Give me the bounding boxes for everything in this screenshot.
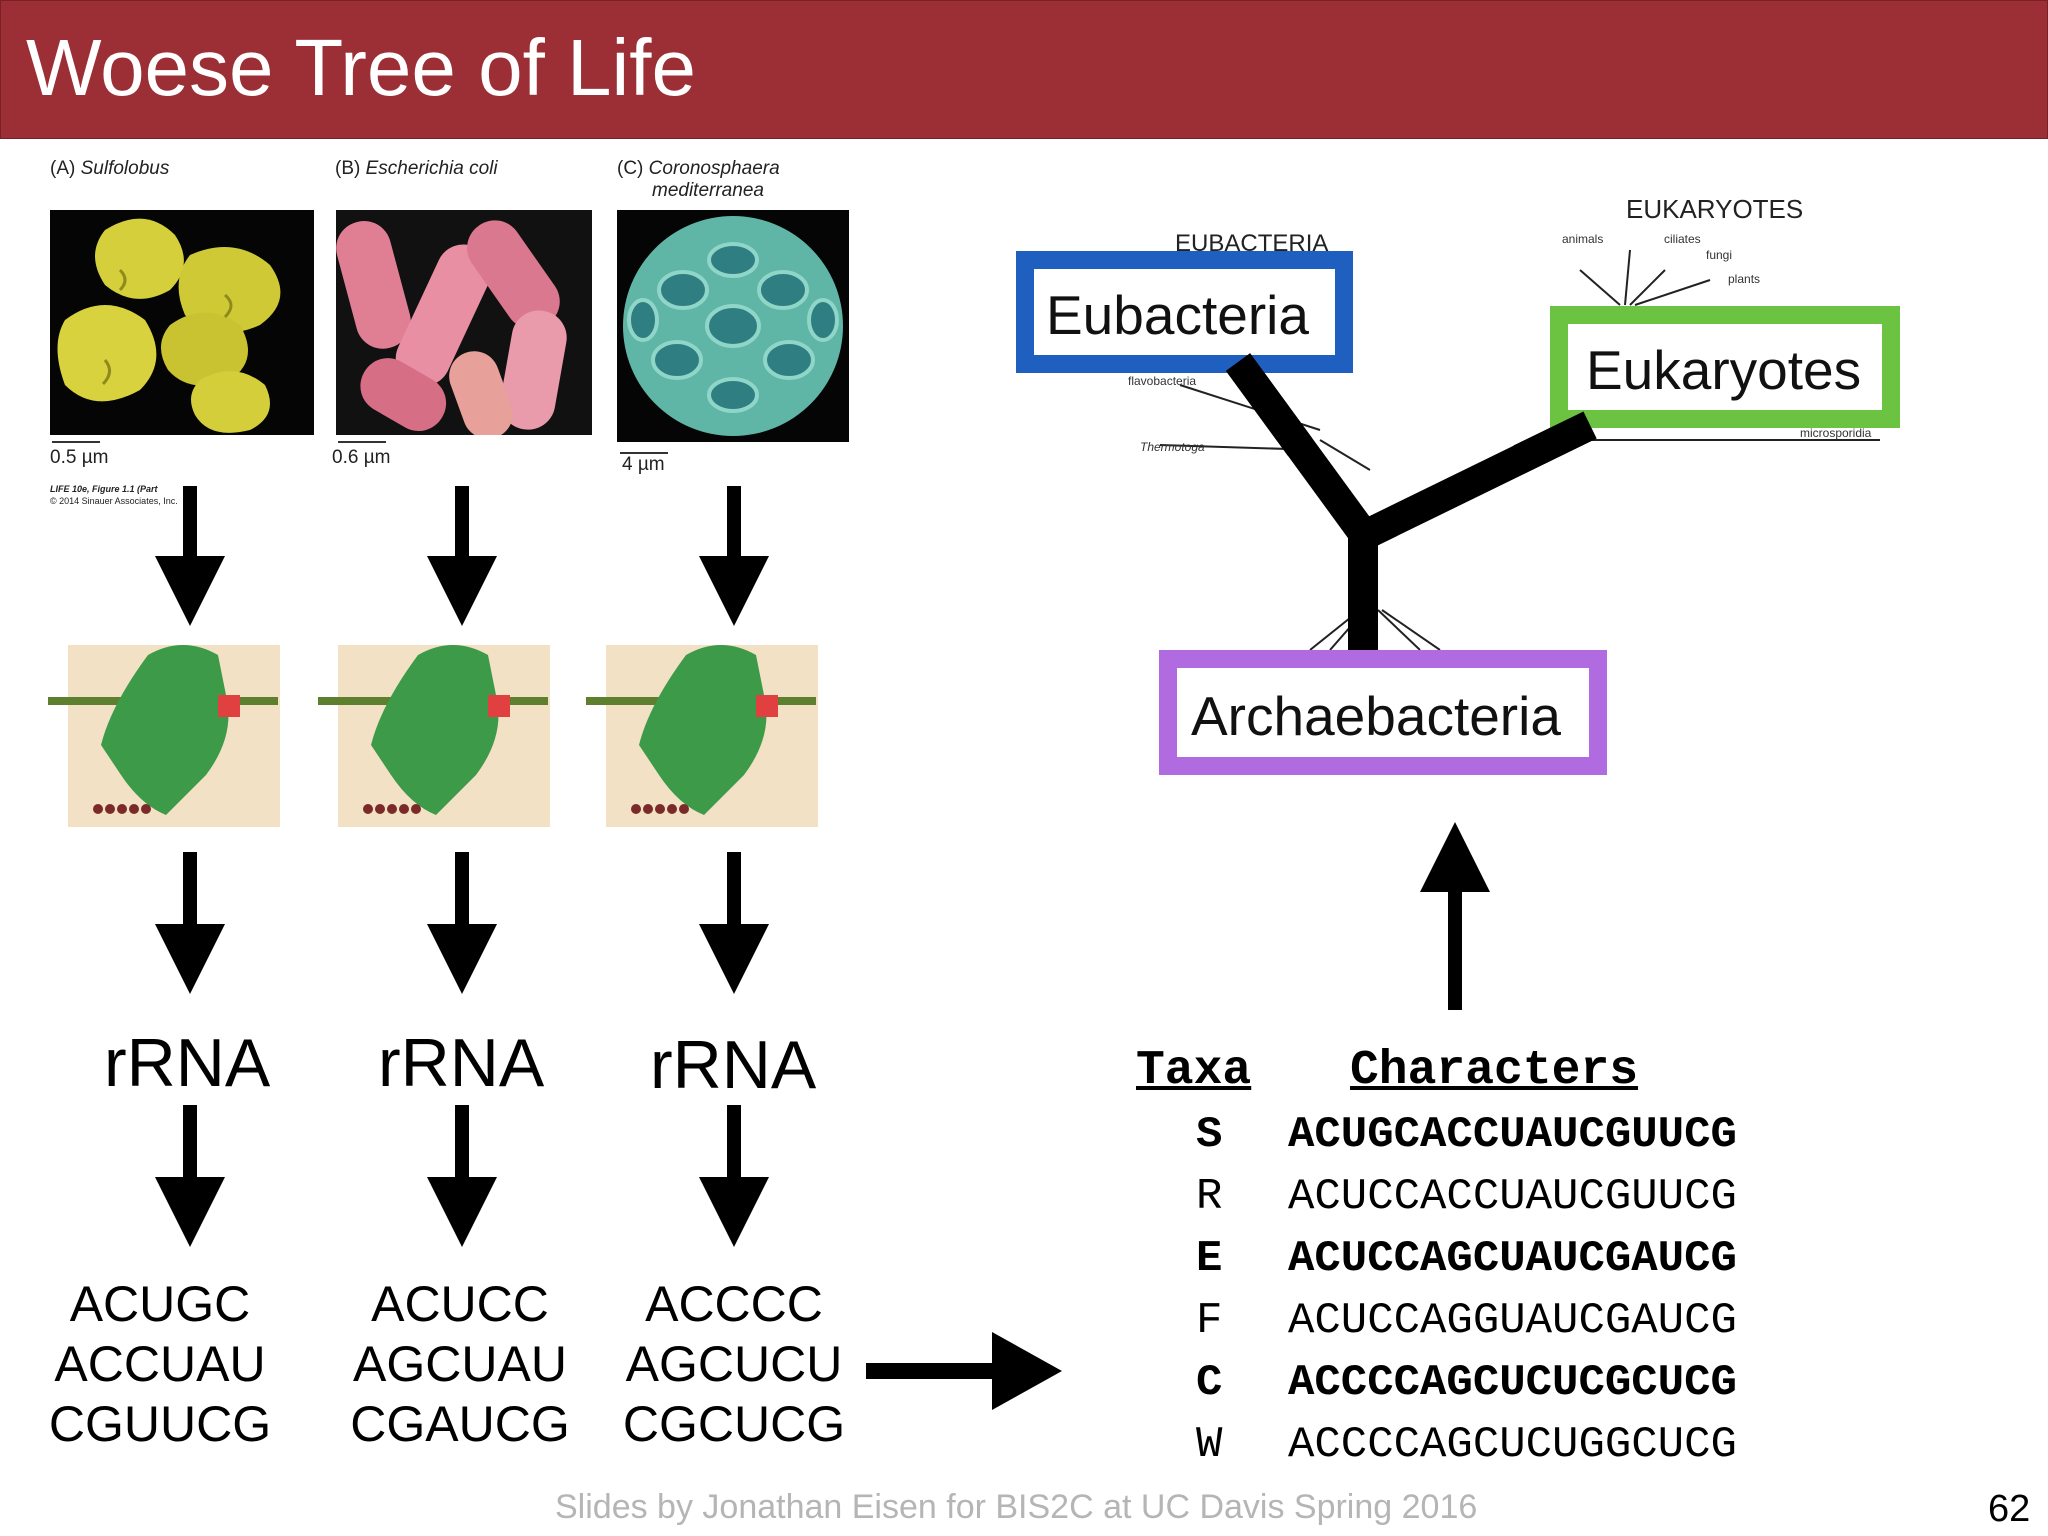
taxon-label: R [1196, 1172, 1223, 1222]
coccolith-micrograph [617, 210, 849, 442]
tree-label-fungi: fungi [1706, 248, 1733, 262]
alignment-header-characters: Characters [1350, 1044, 1639, 1098]
eukaryotes-label: Eukaryotes [1586, 339, 1862, 401]
down-arrow-icon [427, 1105, 497, 1247]
sequence-block-b: ACUCC AGCUAU CGAUCG [340, 1274, 580, 1454]
slide-title: Woese Tree of Life [26, 23, 696, 112]
panel-label-c: (C) Coronosphaera [617, 158, 780, 180]
sequence-line: ACUGC [69, 1276, 251, 1332]
scale-bar-a [52, 441, 100, 443]
tree-header-eukaryotes: EUKARYOTES [1626, 194, 1804, 224]
sulfolobus-micrograph [50, 210, 314, 435]
title-bar [0, 0, 2048, 139]
organism-name-c-line1: Coronosphaera [648, 158, 780, 179]
taxon-label: E [1196, 1234, 1223, 1284]
taxon-label: S [1196, 1110, 1223, 1160]
sequence-block-a: ACUGC ACCUAU CGUUCG [40, 1274, 280, 1454]
alignment-header-taxa: Taxa [1136, 1044, 1252, 1098]
footer-credit: Slides by Jonathan Eisen for BIS2C at UC… [555, 1488, 1478, 1526]
sequence-line: ACCUAU [54, 1336, 266, 1392]
tree-label-ciliates: ciliates [1664, 232, 1701, 246]
sequence-line: CGCUCG [622, 1396, 846, 1452]
ribosome-illustration [48, 645, 280, 827]
figure-credit-line2: © 2014 Sinauer Associates, Inc. [50, 496, 178, 506]
organism-name-c-line2: mediterranea [652, 180, 764, 201]
organism-name-a: Sulfolobus [80, 158, 170, 179]
rrna-label-c: rRNA [650, 1027, 817, 1103]
taxon-sequence: ACCCCAGCUCUCGCUCG [1288, 1358, 1737, 1408]
eukaryotes-box: Eukaryotes [1550, 306, 1900, 428]
down-arrow-icon [699, 1105, 769, 1247]
down-arrow-icon [155, 852, 225, 994]
scale-bar-b [338, 441, 386, 443]
down-arrow-icon [155, 1105, 225, 1247]
down-arrow-icon [427, 852, 497, 994]
panel-letter-b: (B) [335, 158, 361, 179]
taxon-label: W [1196, 1420, 1223, 1470]
tree-branch-overlay [1225, 353, 1597, 473]
sequence-line: AGCUAU [353, 1336, 567, 1392]
down-arrow-icon [699, 486, 769, 626]
archaebacteria-label: Archaebacteria [1191, 685, 1561, 747]
tree-label-flavobacteria: flavobacteria [1128, 374, 1197, 388]
scale-label-a: 0.5 µm [50, 447, 109, 468]
panel-label-b: (B) Escherichia coli [335, 158, 498, 180]
page-number: 62 [1988, 1488, 2031, 1530]
sequence-line: ACUCC [371, 1276, 549, 1332]
ribosome-illustration [586, 645, 818, 827]
eubacteria-box: Eubacteria [1016, 251, 1353, 373]
ecoli-micrograph [336, 210, 592, 435]
panel-letter-a: (A) [50, 158, 76, 179]
organism-name-b: Escherichia coli [365, 158, 498, 179]
figure-credit-line1: LIFE 10e, Figure 1.1 (Part [50, 484, 158, 494]
panel-letter-c: (C) [617, 158, 644, 179]
taxon-label: C [1196, 1358, 1223, 1408]
scale-label-b: 0.6 µm [332, 447, 391, 468]
sequence-line: ACCCC [645, 1276, 823, 1332]
sequence-block-c: ACCCC AGCUCU CGCUCG [614, 1274, 854, 1454]
rrna-label-a: rRNA [104, 1025, 271, 1101]
scale-label-c: 4 µm [622, 454, 665, 475]
tree-label-thermotoga: Thermotoga [1140, 440, 1205, 454]
down-arrow-icon [699, 852, 769, 994]
panel-label-a: (A) Sulfolobus [50, 158, 169, 180]
sequence-line: AGCUCU [625, 1336, 843, 1392]
taxon-sequence: ACCCCAGCUCUGGCUCG [1288, 1420, 1737, 1470]
panel-label-c-line2: mediterranea [652, 180, 764, 202]
sequence-line: CGUUCG [48, 1396, 272, 1452]
down-arrow-icon [155, 486, 225, 626]
taxon-sequence: ACUCCAGGUAUCGAUCG [1288, 1296, 1737, 1346]
sequence-line: CGAUCG [350, 1396, 570, 1452]
archaebacteria-box: Archaebacteria [1159, 650, 1607, 775]
down-arrow-icon [427, 486, 497, 626]
tree-label-plants: plants [1728, 272, 1761, 286]
right-arrow-icon [866, 1332, 1062, 1410]
tree-label-microsporidia: microsporidia [1800, 426, 1872, 440]
scale-bar-c [620, 452, 668, 454]
taxon-sequence: ACUCCAGCUAUCGAUCG [1288, 1234, 1737, 1284]
up-arrow-icon [1420, 822, 1490, 1010]
ribosome-illustration [318, 645, 550, 827]
rrna-label-b: rRNA [378, 1025, 545, 1101]
eubacteria-label: Eubacteria [1046, 284, 1309, 346]
taxon-sequence: ACUCCACCUAUCGUUCG [1288, 1172, 1737, 1222]
taxon-sequence: ACUGCACCUAUCGUUCG [1288, 1110, 1737, 1160]
taxon-label: F [1196, 1296, 1223, 1346]
tree-label-animals: animals [1562, 232, 1604, 246]
